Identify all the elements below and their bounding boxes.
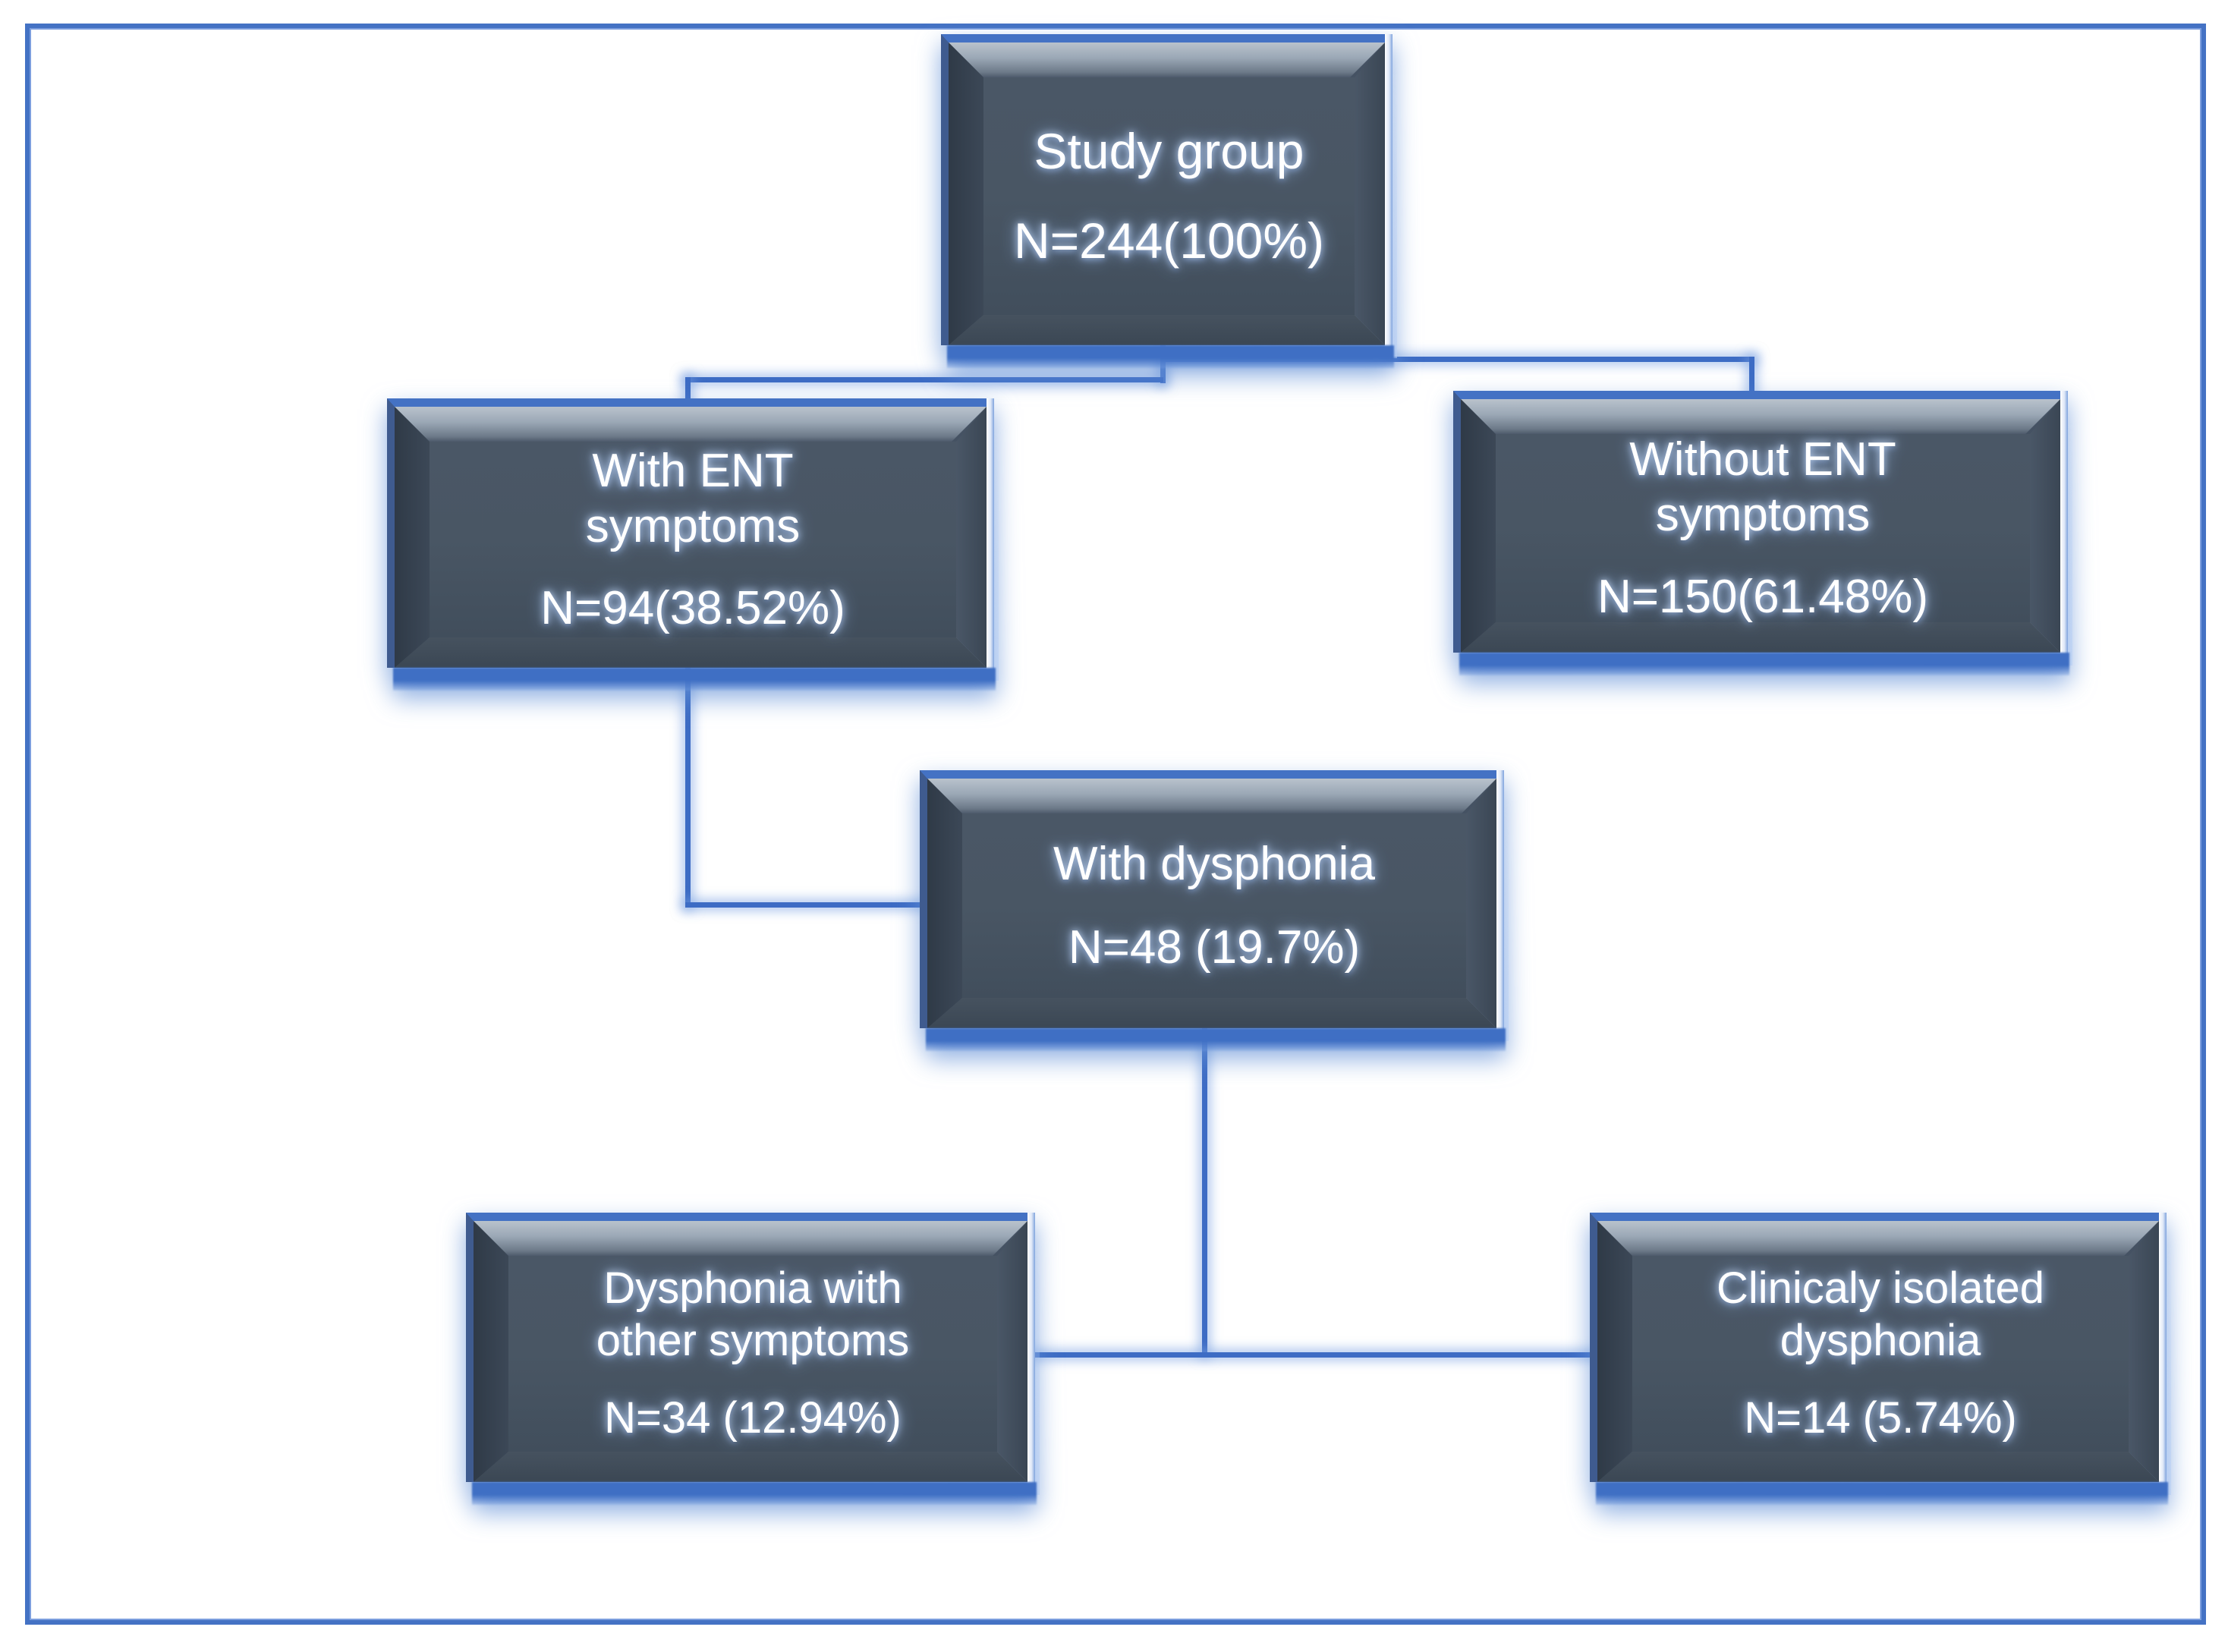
node-title: With dysphonia bbox=[1053, 838, 1375, 891]
node-count: N=150(61.48%) bbox=[1597, 570, 1928, 623]
node-dysphonia-other[interactable]: Dysphonia with other symptoms N=34 (12.9… bbox=[466, 1213, 1040, 1505]
connector-to-with-ent bbox=[685, 377, 691, 407]
node-title-line2: symptoms bbox=[585, 500, 801, 553]
node-with-ent[interactable]: With ENT symptoms N=94(38.52%) bbox=[387, 398, 999, 691]
node-title-line2: dysphonia bbox=[1780, 1315, 1981, 1365]
node-title-line1: Without ENT bbox=[1629, 433, 1896, 486]
connector-root-bar-left bbox=[685, 377, 1163, 382]
node-title-line2: other symptoms bbox=[596, 1315, 910, 1365]
node-dysphonia-other-label: Dysphonia with other symptoms N=34 (12.9… bbox=[508, 1256, 997, 1452]
box-base-plate bbox=[393, 668, 996, 691]
node-with-dysphonia[interactable]: With dysphonia N=48 (19.7%) bbox=[920, 770, 1509, 1051]
node-count: N=244(100%) bbox=[1013, 212, 1325, 269]
node-count: N=14 (5.74%) bbox=[1744, 1393, 2017, 1443]
box-right-highlight bbox=[1027, 1213, 1035, 1487]
node-title-line1: Clinicaly isolated bbox=[1717, 1263, 2044, 1314]
box-base-plate bbox=[1459, 653, 2069, 675]
node-with-dysphonia-label: With dysphonia N=48 (19.7%) bbox=[962, 813, 1466, 998]
box-base-plate bbox=[947, 345, 1394, 368]
box-right-highlight bbox=[2159, 1213, 2167, 1487]
box-base-plate bbox=[1596, 1482, 2168, 1505]
connector-root-bar-right bbox=[1160, 357, 1754, 362]
box-base-plate bbox=[926, 1028, 1506, 1051]
box-right-highlight bbox=[1385, 34, 1392, 350]
node-title-line1: Dysphonia with bbox=[603, 1263, 902, 1314]
node-count: N=94(38.52%) bbox=[540, 581, 845, 634]
box-right-highlight bbox=[2060, 391, 2068, 657]
node-title-line1: With ENT bbox=[592, 445, 794, 498]
box-base-plate bbox=[472, 1482, 1037, 1505]
node-without-ent-label: Without ENT symptoms N=150(61.48%) bbox=[1496, 433, 2030, 623]
connector-with-ent-right bbox=[685, 902, 924, 908]
box-right-highlight bbox=[1496, 770, 1504, 1033]
node-isolated-dysphonia[interactable]: Clinicaly isolated dysphonia N=14 (5.74%… bbox=[1590, 1213, 2171, 1505]
box-right-highlight bbox=[987, 398, 994, 672]
node-without-ent[interactable]: Without ENT symptoms N=150(61.48%) bbox=[1453, 391, 2072, 675]
node-study-group-label: Study group N=244(100%) bbox=[983, 77, 1355, 315]
node-title: Study group bbox=[1034, 122, 1304, 179]
diagram-frame bbox=[25, 24, 2206, 1625]
connector-bottom-bar bbox=[1021, 1352, 1597, 1358]
connector-to-without-ent bbox=[1749, 357, 1754, 402]
node-count: N=34 (12.94%) bbox=[604, 1393, 902, 1443]
connector-with-ent-down bbox=[685, 668, 691, 907]
node-with-ent-label: With ENT symptoms N=94(38.52%) bbox=[430, 442, 956, 637]
node-isolated-dysphonia-label: Clinicaly isolated dysphonia N=14 (5.74%… bbox=[1632, 1256, 2129, 1452]
node-count: N=48 (19.7%) bbox=[1068, 920, 1361, 974]
connector-dysphonia-stem bbox=[1202, 1028, 1207, 1355]
node-title-line2: symptoms bbox=[1655, 489, 1871, 542]
node-study-group[interactable]: Study group N=244(100%) bbox=[941, 34, 1397, 368]
